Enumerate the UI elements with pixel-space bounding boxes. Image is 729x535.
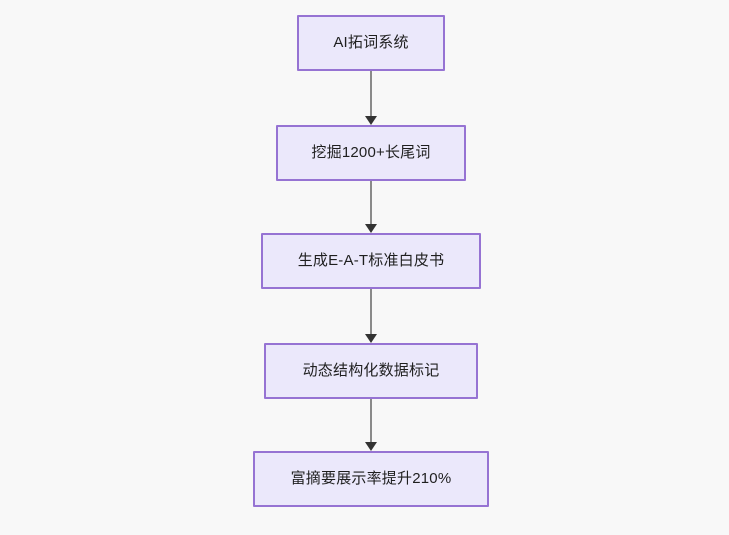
flow-edge-4-line [370,399,372,443]
flow-node-5-label: 富摘要展示率提升210% [290,470,452,487]
flow-edge-3-arrowhead [365,334,377,343]
flow-node-1[interactable]: AI拓词系统 [297,15,445,71]
flow-edge-1 [362,71,380,125]
flow-edge-3 [362,289,380,343]
flow-edge-2 [362,181,380,233]
flow-edge-1-arrowhead [365,116,377,125]
flow-node-4[interactable]: 动态结构化数据标记 [264,343,478,399]
flow-edge-2-arrowhead [365,224,377,233]
flow-edge-1-line [370,71,372,117]
flow-node-4-label: 动态结构化数据标记 [302,362,440,379]
flow-edge-2-line [370,181,372,225]
flow-edge-4-arrowhead [365,442,377,451]
flow-node-2[interactable]: 挖掘1200+长尾词 [276,125,466,181]
flow-edge-3-line [370,289,372,335]
flow-edge-4 [362,399,380,451]
flow-node-3[interactable]: 生成E-A-T标准白皮书 [261,233,481,289]
flow-node-5[interactable]: 富摘要展示率提升210% [253,451,489,507]
flow-node-3-label: 生成E-A-T标准白皮书 [297,252,445,269]
flow-node-2-label: 挖掘1200+长尾词 [311,144,431,161]
flow-node-1-label: AI拓词系统 [333,34,409,51]
